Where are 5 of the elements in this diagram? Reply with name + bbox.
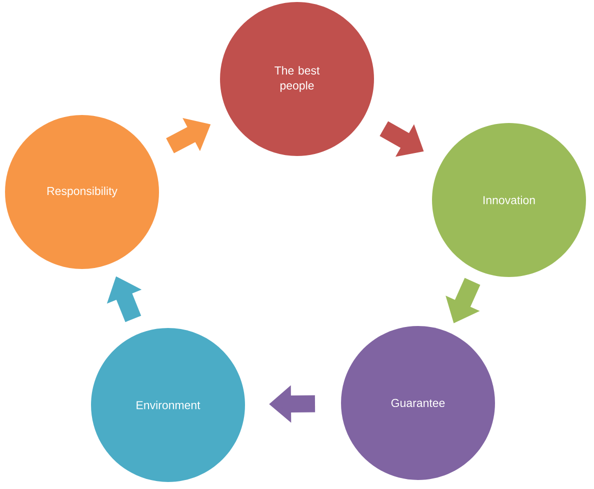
circle-node: Responsibility (5, 115, 159, 269)
circle-node: Environment (91, 328, 245, 482)
circle-node: The best people (220, 2, 374, 156)
circle-node: Innovation (432, 123, 586, 277)
circle-node: Guarantee (341, 326, 495, 480)
